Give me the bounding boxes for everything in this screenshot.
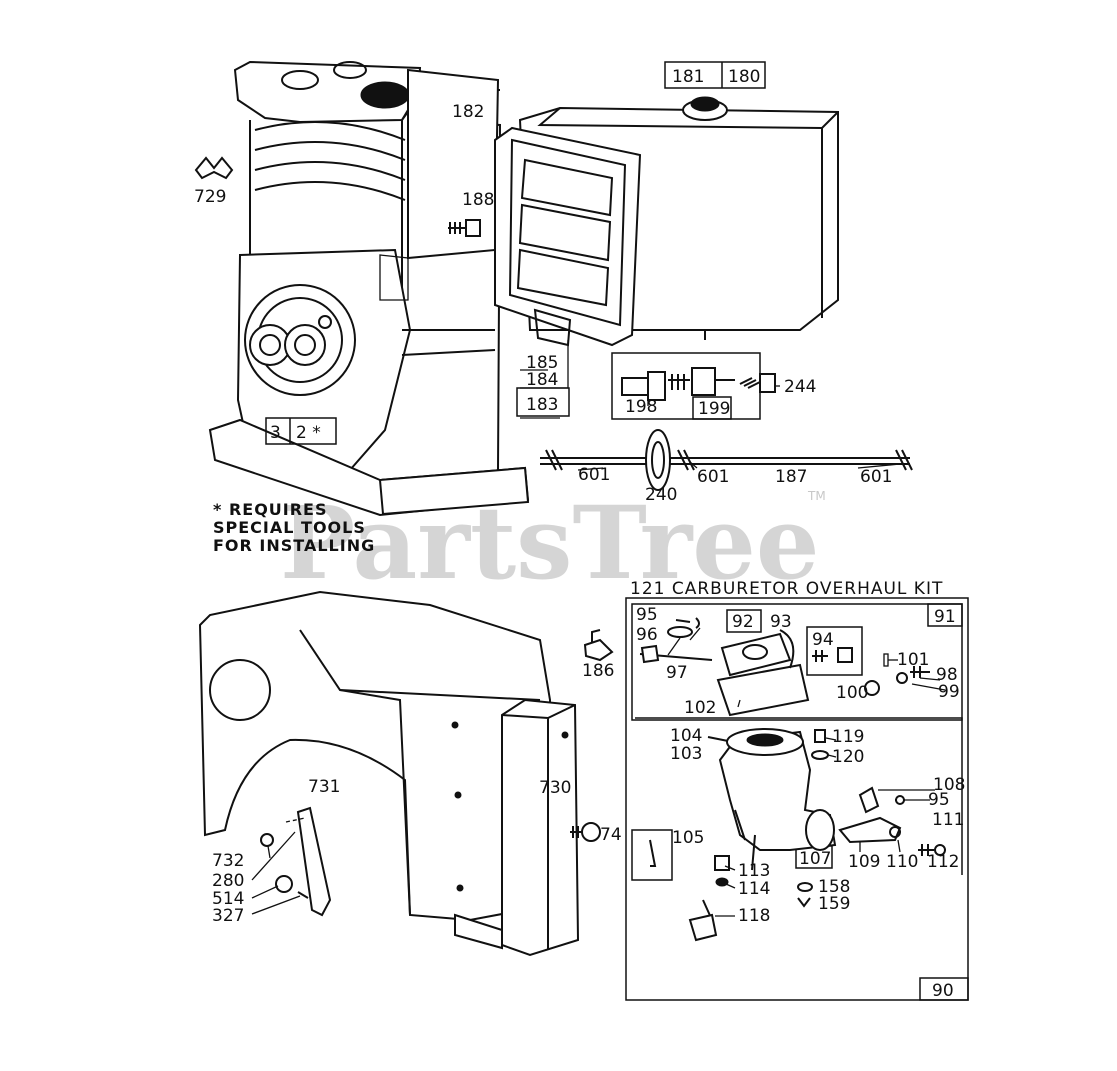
part-label-91: 91 [934,607,956,627]
blower-housing-drawing [198,590,551,922]
part-label-183: 183 [526,395,558,415]
part-label-109: 109 [848,852,880,872]
label-boxes [265,61,766,445]
part-label-3: 3 [270,423,281,443]
note-line-3: FOR INSTALLING [213,536,375,555]
part-label-158: 158 [818,877,850,897]
part-label-99: 99 [938,682,960,702]
lever-drawing [260,806,332,917]
part-label-184: 184 [526,370,558,390]
part-label-102: 102 [684,698,716,718]
part-label-240: 240 [645,485,677,505]
part-label-159: 159 [818,894,850,914]
part-label-110: 110 [886,852,918,872]
air-filter-drawing [494,126,642,347]
part-label-113: 113 [738,861,770,881]
part-label-731: 731 [308,777,340,797]
part-label-97: 97 [666,663,688,683]
part-label-92: 92 [732,612,754,632]
part-label-244: 244 [784,377,816,397]
part-label-103: 103 [670,744,702,764]
part-label-95-top: 95 [636,605,658,625]
engine-block-drawing [208,60,530,517]
part-label-114: 114 [738,879,770,899]
part-label-111: 111 [932,810,964,830]
note-line-1: * REQUIRES [213,500,328,519]
part-label-280: 280 [212,871,244,891]
part-label-182: 182 [452,102,484,122]
part-label-730: 730 [539,778,571,798]
part-label-105: 105 [672,828,704,848]
trademark-mark: TM [807,489,826,503]
part-label-118: 118 [738,906,770,926]
part-label-100: 100 [836,683,868,703]
part-label-188: 188 [462,190,494,210]
part-label-601-right: 601 [860,467,892,487]
part-label-186: 186 [582,661,614,681]
note-line-2: SPECIAL TOOLS [213,518,366,537]
part-label-112: 112 [927,852,959,872]
part-label-187: 187 [775,467,807,487]
fitting-244-drawing [739,373,776,393]
part-label-2: 2 * [296,423,321,443]
part-label-107: 107 [799,849,831,869]
duct-730-drawing [454,698,580,957]
part-label-104: 104 [670,726,702,746]
fuel-line-drawing [540,429,913,491]
part-label-732: 732 [212,851,244,871]
part-label-94: 94 [812,630,834,650]
part-label-199: 199 [698,399,730,419]
part-label-119: 119 [832,727,864,747]
fitting-186-drawing [583,629,614,662]
kit-title: 121 CARBURETOR OVERHAUL KIT [630,579,943,599]
part-label-98: 98 [936,665,958,685]
part-label-729: 729 [194,187,226,207]
part-label-96: 96 [636,625,658,645]
part-label-120: 120 [832,747,864,767]
part-label-185: 185 [526,353,558,373]
part-label-514: 514 [212,889,244,909]
part-label-95-bottom: 95 [928,790,950,810]
part-label-327: 327 [212,906,244,926]
part-label-198: 198 [625,397,657,417]
carburetor-kit-drawing [625,597,969,1001]
bolt-188-drawing [448,219,481,237]
part-label-90: 90 [932,981,954,1001]
part-label-181: 181 [672,67,704,87]
part-label-180: 180 [728,67,760,87]
part-label-601-middle: 601 [697,467,729,487]
clip-729-drawing [194,156,234,180]
part-label-74: 74 [600,825,622,845]
part-label-108: 108 [933,775,965,795]
part-label-101: 101 [897,650,929,670]
bolt-74-drawing [570,822,601,842]
watermark-text: PartsTree [280,484,820,602]
part-label-601-left: 601 [578,465,610,485]
part-label-93: 93 [770,612,792,632]
